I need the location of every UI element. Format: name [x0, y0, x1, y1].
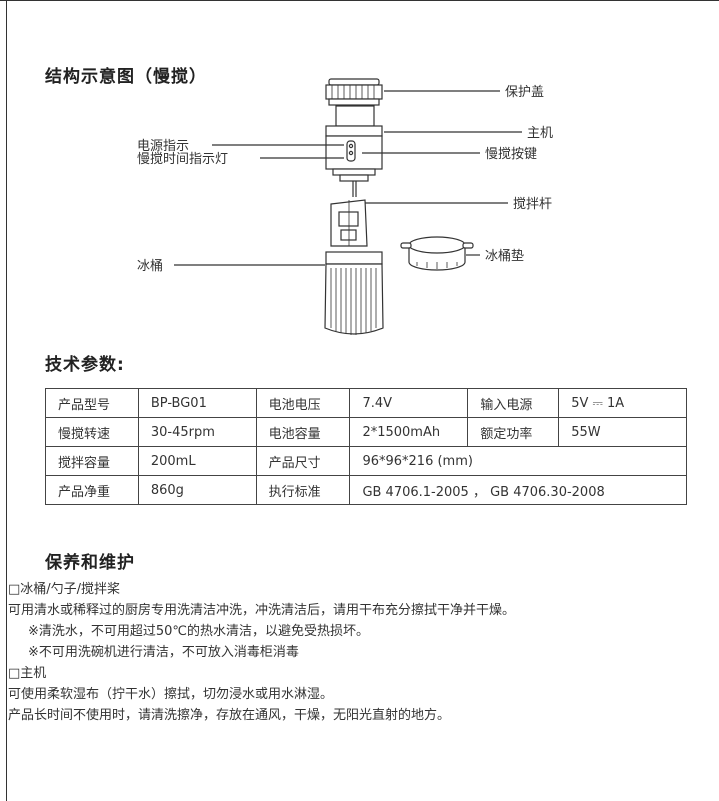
- care-line: 可用清水或稀释过的厨房专用洗清洁冲洗，冲洗清洁后，请用干布充分擦拭干净并干燥。: [8, 603, 516, 618]
- table-row: 搅拌容量 200mL 产品尺寸 96*96*216 (mm): [45, 446, 687, 476]
- spec-key: 产品型号: [45, 388, 139, 418]
- cap-drawing: [325, 78, 383, 106]
- host-label: 主机: [527, 126, 553, 141]
- spec-value: 96*96*216 (mm): [349, 446, 687, 476]
- stir-rod-label: 搅拌杆: [513, 196, 552, 212]
- care-note: ※不可用洗碗机进行清洁，不可放入消毒柜消毒: [28, 645, 299, 660]
- spec-key: 执行标准: [255, 475, 351, 505]
- care-line: 可使用柔软湿布（拧干水）擦拭，切勿浸水或用水淋湿。: [8, 687, 334, 702]
- spec-value: 5V ⎓ 1A: [558, 388, 687, 418]
- care-line: 产品长时间不使用时，请清洗擦净，存放在通风，干燥，无阳光直射的地方。: [8, 708, 451, 723]
- spec-value: 200mL: [137, 446, 257, 476]
- structure-title: 结构示意图（慢搅）: [45, 67, 207, 87]
- spec-key: 输入电源: [467, 388, 560, 418]
- spec-value: 2*1500mAh: [349, 417, 469, 447]
- cap-label: 保护盖: [505, 85, 544, 100]
- spec-key: 额定功率: [467, 417, 560, 447]
- spec-value: 55W: [558, 417, 687, 447]
- specs-title: 技术参数:: [45, 355, 125, 375]
- timer-light-label: 慢搅时间指示灯: [137, 151, 228, 167]
- spec-key: 电池电压: [255, 388, 351, 418]
- bucket-label: 冰桶: [137, 259, 163, 274]
- care-line: □冰桶/勺子/搅拌桨: [8, 582, 121, 597]
- spec-value: GB 4706.1-2005 ， GB 4706.30-2008: [349, 475, 687, 505]
- table-row: 慢搅转速 30-45rpm 电池容量 2*1500mAh 额定功率 55W: [45, 417, 687, 447]
- spec-value: 30-45rpm: [137, 417, 257, 447]
- power-indicator-label: 电源指示: [137, 139, 189, 154]
- stir-rod-drawing: [330, 181, 368, 247]
- frame-left-border: [6, 0, 7, 801]
- spec-value: 7.4V: [349, 388, 469, 418]
- care-note: ※清洗水，不可用超过50℃的热水清洁，以避免受热损坏。: [28, 624, 370, 639]
- spec-key: 产品尺寸: [255, 446, 351, 476]
- spec-value: 860g: [137, 475, 257, 505]
- spec-key: 搅拌容量: [45, 446, 139, 476]
- frame-top-border: [0, 0, 719, 1]
- care-text: □冰桶/勺子/搅拌桨 可用清水或稀释过的厨房专用洗清洁冲洗，冲洗清洁后，请用干布…: [8, 579, 515, 726]
- spec-key: 产品净重: [45, 475, 139, 505]
- table-row: 产品净重 860g 执行标准 GB 4706.1-2005 ， GB 4706.…: [45, 475, 687, 505]
- spec-table: 产品型号 BP-BG01 电池电压 7.4V 输入电源 5V ⎓ 1A 慢搅转速…: [45, 388, 687, 505]
- bucket-drawing: [324, 251, 384, 335]
- care-title: 保养和维护: [45, 553, 135, 573]
- button-label: 慢搅按键: [485, 146, 537, 162]
- care-line: □主机: [8, 666, 47, 681]
- spec-value: BP-BG01: [137, 388, 257, 418]
- spec-key: 慢搅转速: [45, 417, 139, 447]
- table-row: 产品型号 BP-BG01 电池电压 7.4V 输入电源 5V ⎓ 1A: [45, 388, 687, 418]
- host-drawing: [325, 105, 383, 182]
- bucket-pad-label: 冰桶垫: [485, 248, 524, 264]
- bucket-pad-drawing: [400, 236, 474, 271]
- spec-key: 电池容量: [255, 417, 351, 447]
- structure-diagram: 保护盖 主机 慢搅按键 电源指示 慢搅时间指示灯 搅拌杆 冰桶垫 冰桶: [137, 78, 553, 335]
